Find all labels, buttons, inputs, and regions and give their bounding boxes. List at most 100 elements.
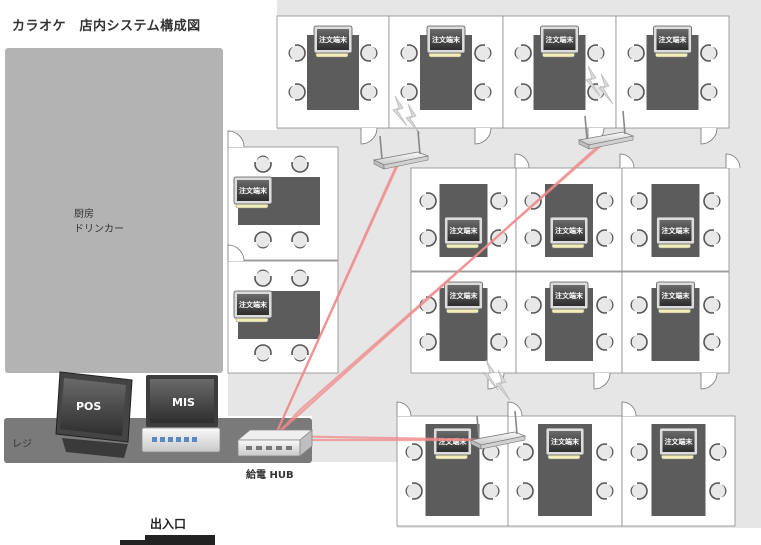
order-terminal-icon: 注文端末 [653,25,692,58]
mis-port [192,437,197,442]
chair-icon [397,43,418,63]
register-label: レジ [12,439,32,450]
chair-icon [596,332,617,352]
wireless-signal-icon [495,369,511,401]
network-link [273,161,400,437]
chair-icon [627,295,648,315]
chair-icon [513,481,534,501]
chair-icon [624,82,645,102]
terminal-label: 注文端末 [239,186,268,195]
chair-icon [253,152,273,173]
chair-icon [709,481,730,501]
chair-icon [521,295,542,315]
pos-terminal-icon [55,371,133,458]
chair-icon [627,442,648,462]
page-title: カラオケ 店内システム構成図 [12,19,201,34]
chair-icon [490,332,511,352]
door-swing [700,127,718,145]
chair-icon [521,332,542,352]
door-swing [619,153,635,169]
order-terminal-icon: 注文端末 [433,427,472,460]
kitchen-label-line1: 厨房 [74,209,94,220]
order-terminal-icon: 注文端末 [656,216,695,249]
mis-port [184,437,189,442]
door-swing [360,127,378,145]
terminal-label: 注文端末 [665,437,694,446]
chair-icon [596,191,617,211]
terminal-label: 注文端末 [239,300,268,309]
mis-port [152,437,157,442]
door-swing [507,401,523,417]
terminal-label: 注文端末 [662,226,691,235]
chair-icon [416,332,437,352]
chair-icon [482,481,503,501]
terminal-label: 注文端末 [319,35,348,44]
chair-icon [596,442,617,462]
mis-server-icon [141,375,221,453]
chair-icon [253,266,273,287]
chair-icon [490,191,511,211]
chair-icon [700,82,721,102]
terminal-label: 注文端末 [551,437,580,446]
chair-icon [290,344,310,365]
chair-icon [490,228,511,248]
hub-port [256,446,262,450]
network-link [299,142,605,411]
chair-icon [474,43,495,63]
chair-icon [703,228,724,248]
chair-icon [511,82,532,102]
chair-icon [290,266,310,287]
chair-icon [285,43,306,63]
entrance-mark [145,535,215,540]
chair-icon [627,228,648,248]
hub-port [246,446,252,450]
wifi-router-icon [577,110,635,150]
door-swing [593,372,611,390]
chair-icon [703,295,724,315]
door-swing [227,244,245,262]
order-terminal-icon: 注文端末 [313,25,353,58]
router-antenna [622,110,626,135]
wireless-signal-icon [598,73,614,105]
chair-icon [709,442,730,462]
wireless-signal-icon [405,103,421,135]
router-antenna [379,135,383,160]
chair-icon [397,82,418,102]
terminal-label: 注文端末 [450,291,479,300]
chair-icon [416,191,437,211]
chair-icon [360,82,381,102]
door-swing [514,153,530,169]
mis-port [176,437,181,442]
hub-label: 給電 HUB [246,470,294,481]
door-swing [621,401,637,417]
chair-icon [596,295,617,315]
hub-port [286,446,292,450]
wifi-router-icon [469,410,527,450]
terminal-label: 注文端末 [662,291,691,300]
chair-icon [402,481,423,501]
terminal-label: 注文端末 [546,35,575,44]
kitchen-area [5,48,223,373]
chair-icon [627,332,648,352]
terminal-label: 注文端末 [432,35,461,44]
terminal-label: 注文端末 [439,437,468,446]
terminal-label: 注文端末 [555,226,584,235]
terminal-label: 注文端末 [555,291,584,300]
chair-icon [587,43,608,63]
order-terminal-icon: 注文端末 [549,216,589,249]
chair-icon [513,442,534,462]
door-swing [396,401,412,417]
kitchen-label: 厨房 ドリンカー [74,207,124,237]
wireless-signal-icon [585,65,601,97]
chair-icon [490,295,511,315]
order-terminal-icon: 注文端末 [426,25,466,58]
order-terminal-icon: 注文端末 [233,290,273,323]
door-swing [474,127,492,145]
order-terminal-icon: 注文端末 [444,281,483,314]
router-antenna [476,415,480,440]
wireless-signal-icon [392,95,408,127]
order-terminal-icon: 注文端末 [540,25,579,58]
chair-icon [700,43,721,63]
